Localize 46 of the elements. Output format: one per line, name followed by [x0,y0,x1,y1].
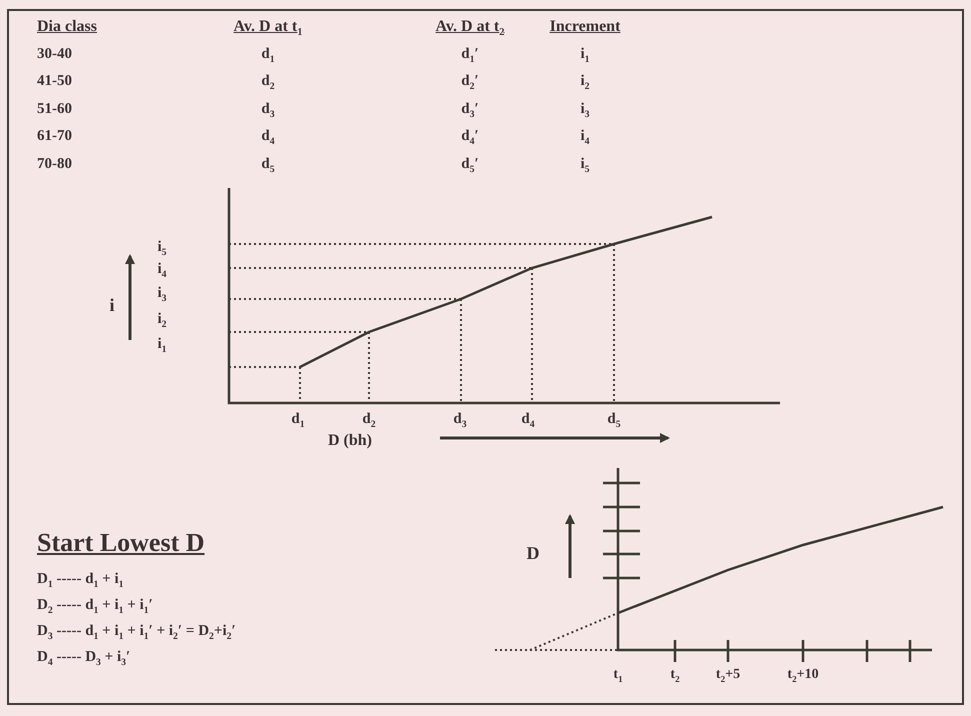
table-cell: 61-70 [37,128,72,144]
table-cell: 70-80 [37,156,72,172]
axis-tick-label: d$_{2}$ [362,411,376,431]
table-cell: i$_{5}$ [580,156,590,176]
axis-tick-label: i$_{2}$ [157,311,167,331]
formula-text: D$_{4}$ ----- D$_{3}$ + i$_{3}$′ [37,649,130,669]
table-cell: d$_{1}$ [261,46,275,66]
column-header: Av. D at t$_{1}$ [234,18,302,40]
axis-tick-label: i$_{1}$ [157,336,167,356]
table-cell: d$_{3}$ [261,101,275,121]
table-cell: i$_{1}$ [580,46,590,66]
axis-tick-label: i$_{4}$ [157,261,167,281]
axis-tick-label: t$_{1}$ [613,666,623,684]
axis-tick-label: d$_{5}$ [607,411,621,431]
axis-label: i [110,296,114,316]
heading: Start Lowest D [37,529,205,558]
table-cell: d$_{4}$′ [461,128,479,148]
column-header: Dia class [37,18,97,36]
axis-tick-label: t$_{2}$+5 [716,666,740,684]
table-cell: i$_{3}$ [580,101,590,121]
axis-tick-label: t$_{2}$+10 [787,666,819,684]
axis-tick-label: i$_{3}$ [157,285,167,305]
table-cell: 30-40 [37,46,72,62]
table-cell: i$_{4}$ [580,128,590,148]
axis-label: D [526,544,540,564]
table-cell: d$_{2}$ [261,73,275,93]
axis-tick-label: i$_{5}$ [157,239,167,259]
table-cell: d$_{2}$′ [461,73,479,93]
table-cell: d$_{5}$ [261,156,275,176]
axis-label: D (bh) [328,432,372,450]
table-cell: d$_{1}$′ [461,46,479,66]
table-cell: d$_{3}$′ [461,101,479,121]
column-header: Av. D at t$_{2}$ [436,18,504,40]
table-cell: d$_{5}$′ [461,156,479,176]
table-cell: i$_{2}$ [580,73,590,93]
formula-text: D$_{3}$ ----- d$_{1}$ + i$_{1}$ + i$_{1}$′ + i$_{2}$′ = D$_{2}$+i$_{2}$′ [37,623,236,643]
axis-tick-label: d$_{1}$ [291,411,305,431]
formula-text: D$_{2}$ ----- d$_{1}$ + i$_{1}$ + i$_{1}$′ [37,597,153,617]
table-cell: 51-60 [37,101,72,118]
table-cell: 41-50 [37,73,72,90]
column-header: Increment [550,18,620,36]
axis-tick-label: t$_{2}$ [670,666,680,684]
table-cell: d$_{4}$ [261,128,275,148]
formula-text: D$_{1}$ ----- d$_{1}$ + i$_{1}$ [37,571,124,591]
axis-tick-label: d$_{3}$ [453,411,467,431]
axis-tick-label: d$_{4}$ [521,411,535,431]
